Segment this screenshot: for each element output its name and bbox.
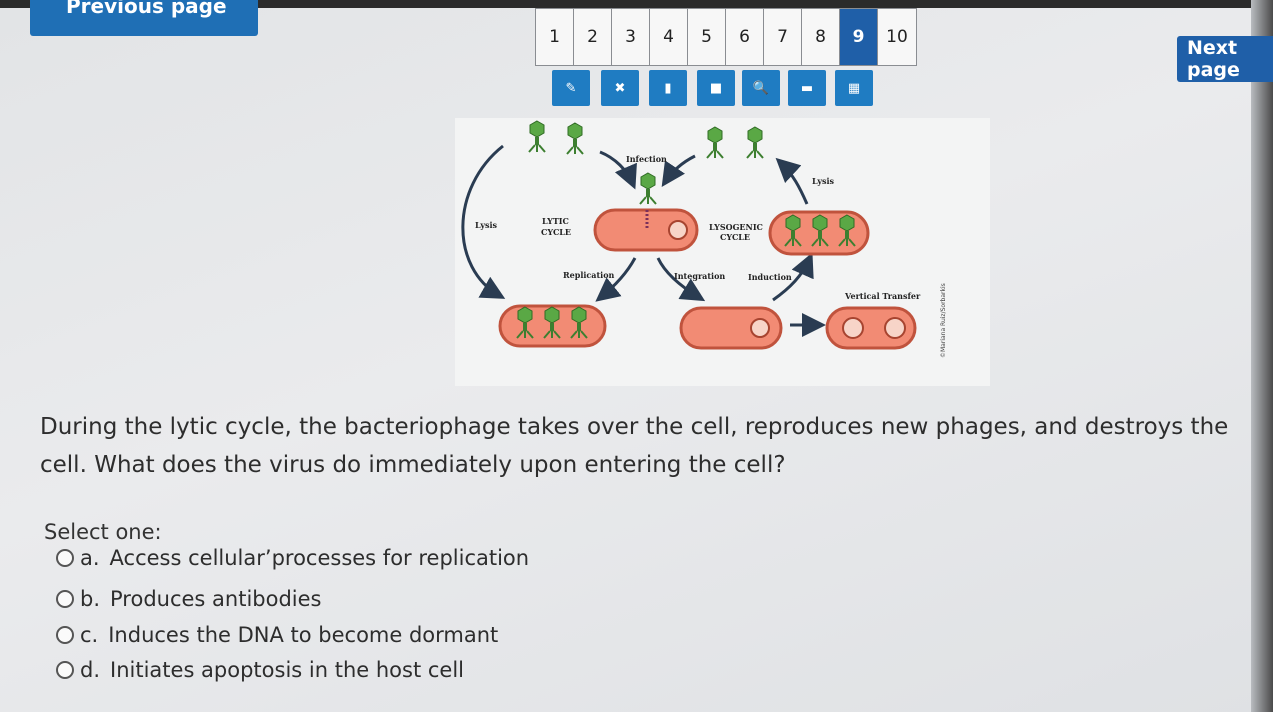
lytic-label-1: LYTIC (542, 216, 569, 226)
infection-label: Infection (626, 154, 667, 164)
option-letter: b. (80, 587, 101, 611)
lytic-label-2: CYCLE (541, 227, 571, 237)
lytic-lysogenic-diagram: Infection Lysis LYTIC CYCLE LYSOGENIC CY… (455, 118, 990, 386)
page-button-5[interactable]: 5 (688, 9, 726, 65)
page-button-3[interactable]: 3 (612, 9, 650, 65)
bookmark-icon: ▮ (664, 80, 672, 96)
page-button-9[interactable]: 9 (840, 9, 878, 65)
pencil-icon: ✎ (565, 80, 577, 96)
radio-d[interactable] (56, 661, 74, 679)
monitor-bezel-top (0, 0, 1273, 8)
question-text: During the lytic cycle, the bacteriophag… (40, 414, 1229, 478)
image-credit: ©Mariana Ruiz/Sorbarkis (940, 283, 947, 358)
option-text: Produces antibodies (110, 587, 322, 611)
lysogenic-label-1: LYSOGENIC (709, 222, 763, 232)
option-letter: c. (80, 623, 99, 647)
page-button-2[interactable]: 2 (574, 9, 612, 65)
bookmark-tool-button[interactable]: ▮ (649, 70, 687, 106)
integration-cell (679, 306, 783, 350)
calculator-icon: ▦ (847, 80, 861, 96)
close-icon: ✖ (614, 80, 626, 96)
vertical-transfer-label: Vertical Transfer (844, 291, 921, 301)
answer-option-a[interactable]: a. Access cellular’processes for replica… (56, 546, 529, 570)
radio-b[interactable] (56, 590, 74, 608)
calculator-tool-button[interactable]: ▦ (835, 70, 873, 106)
induction-arrow (772, 252, 814, 302)
infection-arrow-left (599, 150, 637, 190)
pencil-tool-button[interactable]: ✎ (552, 70, 590, 106)
previous-page-button[interactable]: Previous page (30, 0, 258, 36)
page-button-8[interactable]: 8 (802, 9, 840, 65)
lysis-arrow-right (775, 157, 809, 205)
highlighter-icon: ▬ (800, 80, 814, 96)
lysis-right-label: Lysis (812, 176, 835, 186)
page-navigation: 1 2 3 4 5 6 7 8 9 10 (535, 8, 917, 66)
option-text: Access cellular’processes for replicatio… (109, 546, 530, 570)
answer-option-d[interactable]: d. Initiates apoptosis in the host cell (56, 658, 464, 682)
highlighter-tool-button[interactable]: ▬ (788, 70, 826, 106)
integration-arrow (656, 257, 706, 302)
replication-label: Replication (563, 270, 615, 280)
diagram-svg: Infection Lysis LYTIC CYCLE LYSOGENIC CY… (461, 120, 947, 358)
infection-arrow-right (661, 154, 696, 187)
page-button-1[interactable]: 1 (536, 9, 574, 65)
answer-option-b[interactable]: b. Produces antibodies (56, 587, 322, 611)
note-icon: ■ (709, 80, 723, 96)
lysogenic-label-2: CYCLE (720, 232, 750, 242)
radio-a[interactable] (56, 549, 74, 567)
page-button-10[interactable]: 10 (886, 27, 908, 47)
lysis-left-label: Lysis (475, 220, 498, 230)
magnifier-tool-button[interactable]: 🔍 (742, 70, 780, 106)
option-text: Initiates apoptosis in the host cell (110, 658, 465, 682)
option-letter: d. (80, 658, 101, 682)
close-tool-button[interactable]: ✖ (601, 70, 639, 106)
page-button-6[interactable]: 6 (726, 9, 764, 65)
next-page-button[interactable]: Next page (1177, 36, 1273, 82)
replication-arrow (595, 257, 637, 302)
induction-label: Induction (748, 272, 792, 282)
note-tool-button[interactable]: ■ (697, 70, 735, 106)
select-one-label: Select one: (44, 520, 162, 544)
lysis-arrow-left (461, 144, 506, 299)
page-button-7[interactable]: 7 (764, 9, 802, 65)
magnifier-icon: 🔍 (752, 80, 770, 96)
integration-label: Integration (674, 271, 725, 281)
option-text: Induces the DNA to become dormant (108, 623, 499, 647)
answer-option-c[interactable]: c. Induces the DNA to become dormant (56, 623, 498, 647)
option-letter: a. (80, 546, 100, 570)
radio-c[interactable] (56, 626, 74, 644)
page-button-4[interactable]: 4 (650, 9, 688, 65)
monitor-bezel-right (1251, 0, 1273, 712)
